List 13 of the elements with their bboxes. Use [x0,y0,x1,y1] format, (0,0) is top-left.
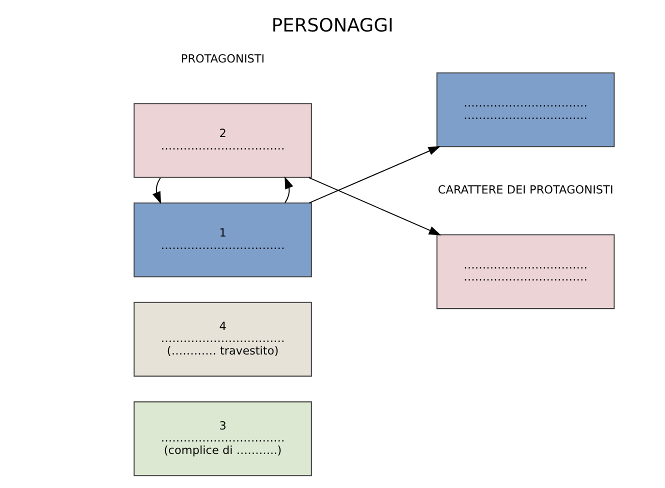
node-box: 1 …………………………… [134,202,312,278]
node-box: …………………………… …………………………… [436,234,615,310]
arrow [152,178,162,204]
label: PROTAGONISTI [180,52,265,66]
arrow [308,177,442,236]
label: CARATTERE DEI PROTAGONISTI [438,184,614,197]
arrow [284,176,294,203]
node-box: …………………………… …………………………… [436,72,615,148]
node-box: 3 …………………………… (complice di ………..) [134,401,312,476]
node-box: 4 …………………………… (………… travestito) [134,302,312,377]
node-box: 2 …………………………… [134,103,312,178]
arrow [308,146,441,204]
diagram-title: PERSONAGGI [272,15,394,36]
